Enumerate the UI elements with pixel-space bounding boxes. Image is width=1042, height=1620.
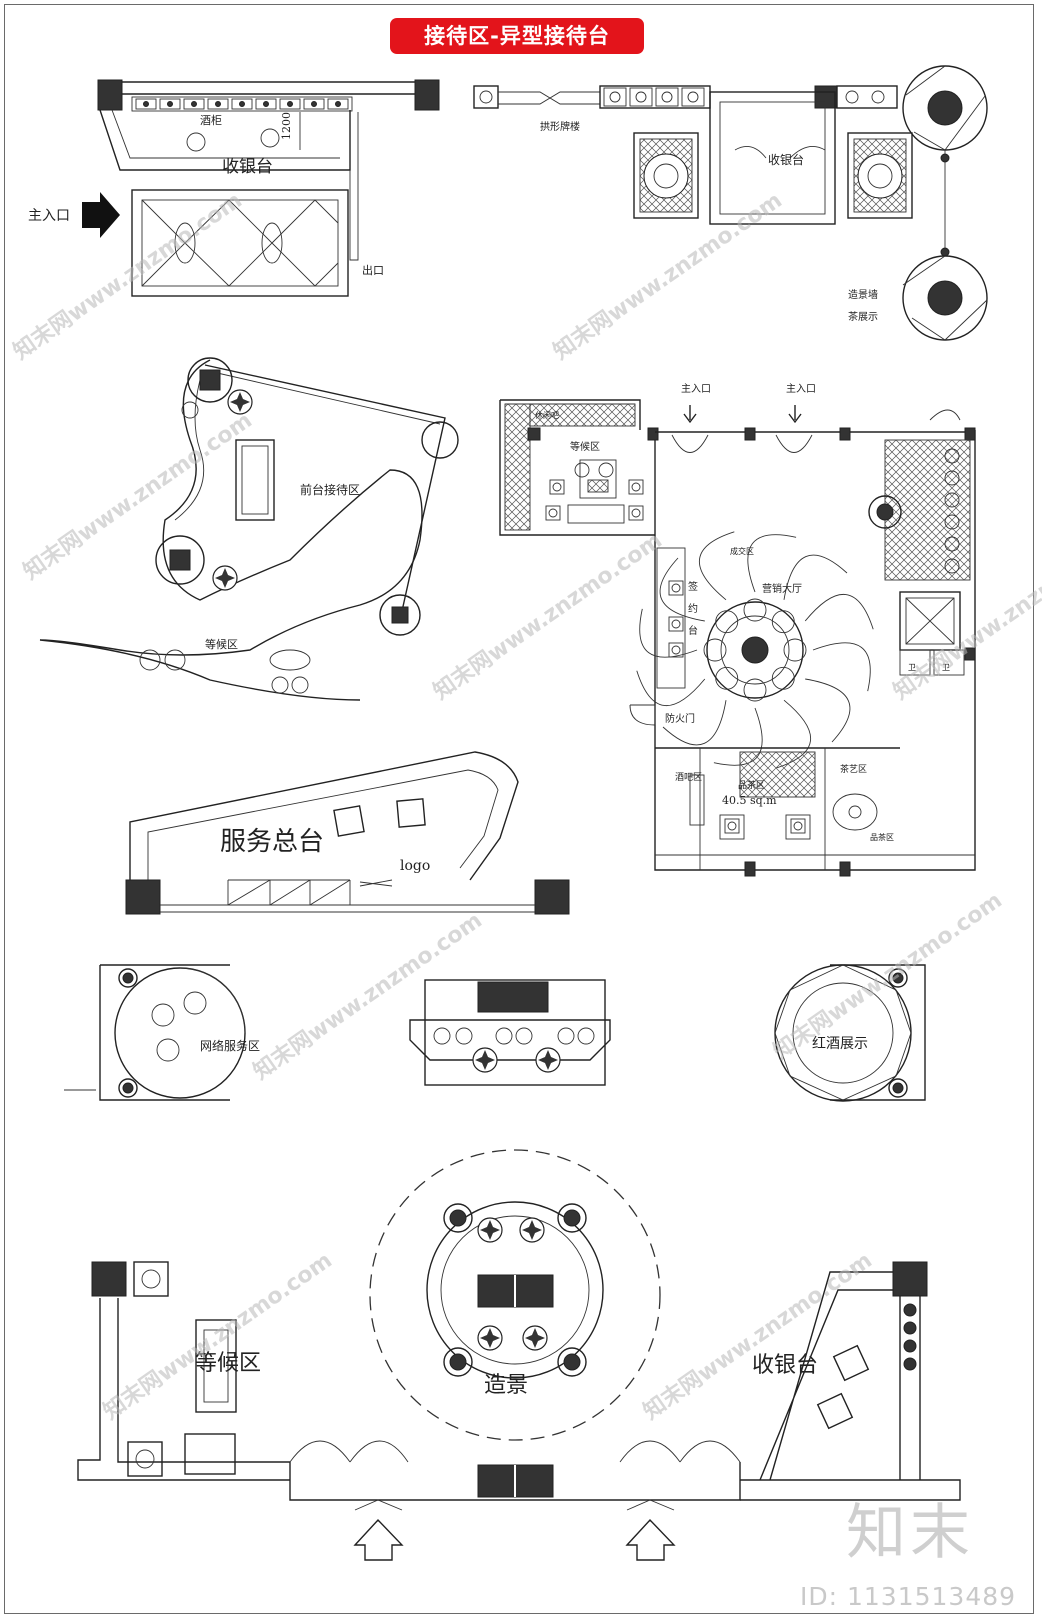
- tea-art-label: 茶艺区: [840, 763, 867, 775]
- arch-label: 拱形牌楼: [540, 120, 580, 133]
- entrance-a-label: 主入口: [681, 383, 711, 395]
- wine-display-label: 红酒展示: [812, 1036, 868, 1052]
- watermark-text: 知末网www.znzmo.com: [249, 907, 487, 1085]
- watermark-text: 知末网www.znzmo.com: [639, 1247, 877, 1425]
- waiting-area-label: 等候区: [205, 637, 238, 651]
- restroom-a-label: 卫: [908, 663, 916, 672]
- area-size-label: 40.5 sq.m: [722, 794, 777, 807]
- service-desk-label: 服务总台: [220, 827, 324, 857]
- watermark-text: 知末网www.znzmo.com: [19, 407, 257, 585]
- sign-char-2: 约: [688, 602, 698, 615]
- plan-sales-hall: 主入口 主入口 等候区 休闲吧 营销大厅 成交区 签 约 台 防火门 酒吧区 品…: [499, 383, 976, 877]
- front-reception-label: 前台接待区: [300, 482, 360, 497]
- dimension-label: 1200: [280, 112, 293, 140]
- sales-hall-label: 营销大厅: [762, 582, 802, 595]
- tasting-label: 品茶区: [738, 779, 765, 791]
- image-id-label: ID: 1131513489: [800, 1582, 1017, 1611]
- wine-area-label: 酒吧区: [675, 772, 702, 783]
- watermark-text: 知末网www.znzmo.com: [429, 527, 667, 705]
- sign-char-1: 签: [688, 580, 698, 593]
- cashier-label: 收银台: [222, 157, 273, 177]
- page-title: 接待区-异型接待台: [390, 18, 644, 54]
- sign-char-3: 台: [688, 624, 698, 637]
- plan-kiosks: 网络服务区 红酒展示: [64, 964, 926, 1102]
- entrance-b-label: 主入口: [786, 383, 816, 395]
- fire-door-label: 防火门: [665, 712, 695, 725]
- bar-label: 休闲吧: [535, 410, 559, 420]
- cashier-label-3: 收银台: [752, 1353, 818, 1378]
- watermark-text: 知末网www.znzmo.com: [769, 887, 1007, 1065]
- plan-service-desk: 服务总台 logo: [125, 751, 570, 915]
- logo-label: logo: [400, 858, 430, 874]
- brand-logo: 知末: [846, 1498, 974, 1568]
- cashier-label-2: 收银台: [768, 152, 804, 167]
- exit-label: 出口: [362, 263, 384, 277]
- plan-bottom-hall: 等候区 造景 收银台: [77, 1149, 961, 1561]
- wine-cabinet-label: 酒柜: [200, 114, 222, 127]
- deal-area-label: 成交区: [730, 546, 754, 556]
- waiting-label-2: 等候区: [570, 440, 600, 453]
- scene-wall-label: 造景墙: [848, 288, 878, 301]
- restroom-b-label: 卫: [942, 663, 950, 672]
- tea-tasting-label: 品茶区: [870, 832, 894, 842]
- plan-cashier-entrance: 酒柜 收银台 1200 主入口 出口: [28, 79, 440, 297]
- network-service-label: 网络服务区: [200, 1038, 260, 1053]
- tea-display-label: 茶展示: [848, 310, 878, 323]
- watermark-text: 知末网www.znzmo.com: [549, 187, 787, 365]
- scene-label: 造景: [484, 1373, 528, 1398]
- waiting-area-label-3: 等候区: [195, 1351, 261, 1376]
- drawing-frame: [4, 4, 1034, 1614]
- plan-pavilion-cashier: 拱形牌楼 收银台 造景墙 茶展示: [473, 65, 988, 341]
- entrance-label: 主入口: [28, 208, 70, 224]
- plan-organic-reception: 前台接待区 等候区: [39, 357, 459, 701]
